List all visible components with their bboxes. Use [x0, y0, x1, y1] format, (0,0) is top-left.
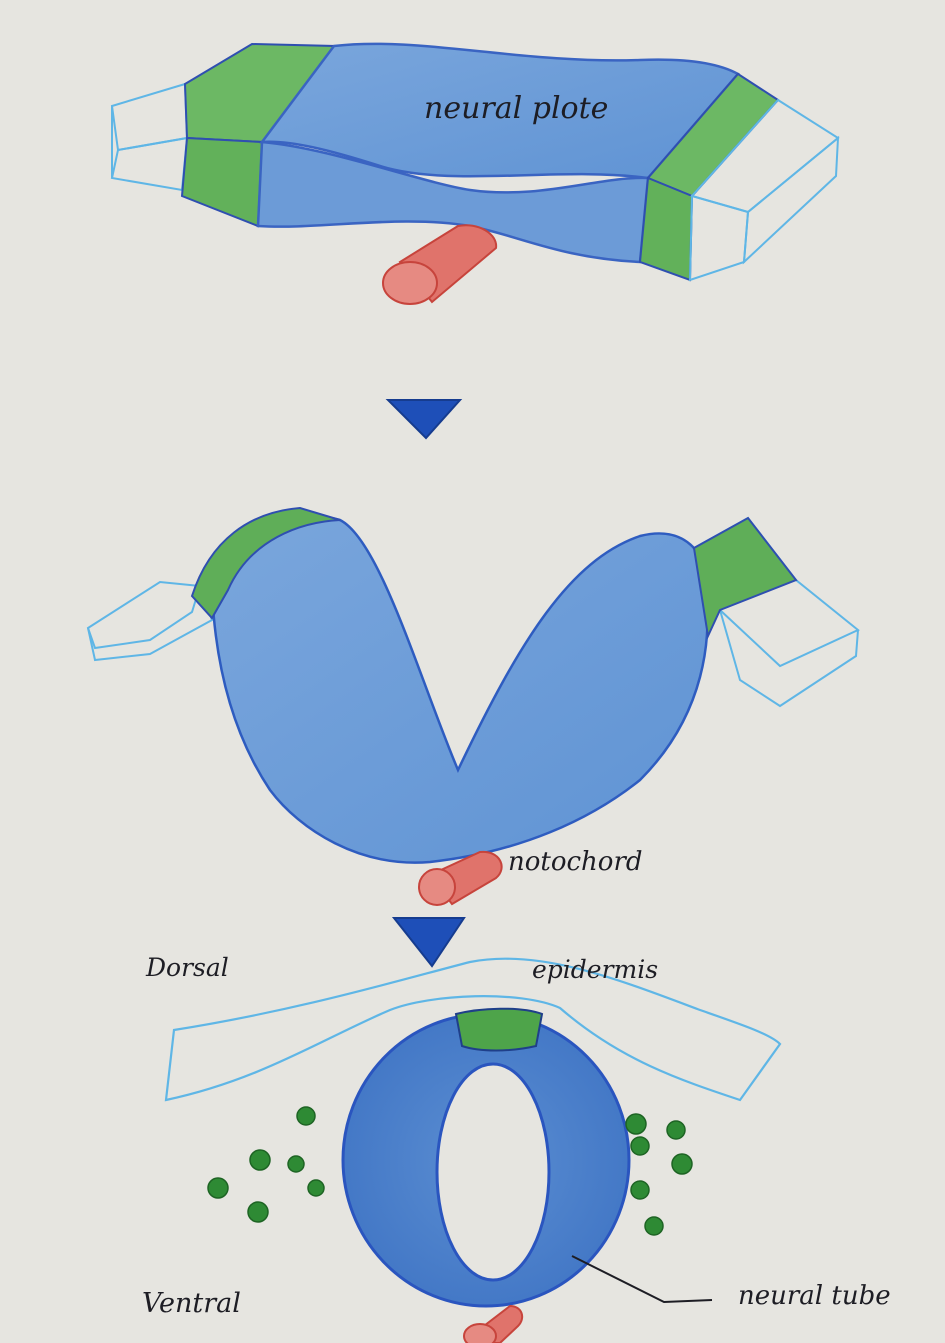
stage-neural-folds: notochord [88, 508, 858, 905]
arrow-down-icon-2 [394, 918, 464, 966]
notochord-1 [383, 225, 496, 304]
ventral-label: Ventral [142, 1288, 241, 1319]
neural-fold-body [212, 517, 708, 863]
neural-tube-label: neural tube [738, 1281, 891, 1311]
dorsal-label: Dorsal [145, 953, 229, 982]
neural-crest-roof [456, 1009, 542, 1051]
epidermis-left-block [112, 84, 187, 190]
arrow-down-icon [388, 400, 460, 438]
neural-plate-label: neural plote [424, 91, 608, 126]
stage-neural-tube: Dorsal epidermis Ventral neural tube [142, 953, 891, 1343]
notochord-3 [464, 1306, 522, 1343]
notochord-label: notochord [508, 847, 643, 877]
neural-crest-cells-left [208, 1107, 324, 1222]
neural-tube-pointer-line [572, 1256, 712, 1302]
neural-crest-right-fold [694, 518, 796, 636]
neural-tube-lumen [437, 1064, 549, 1280]
epidermis-label: epidermis [532, 955, 658, 984]
stage-neural-plate: neural plote [112, 44, 838, 304]
neural-crest-cells-right [626, 1114, 692, 1235]
